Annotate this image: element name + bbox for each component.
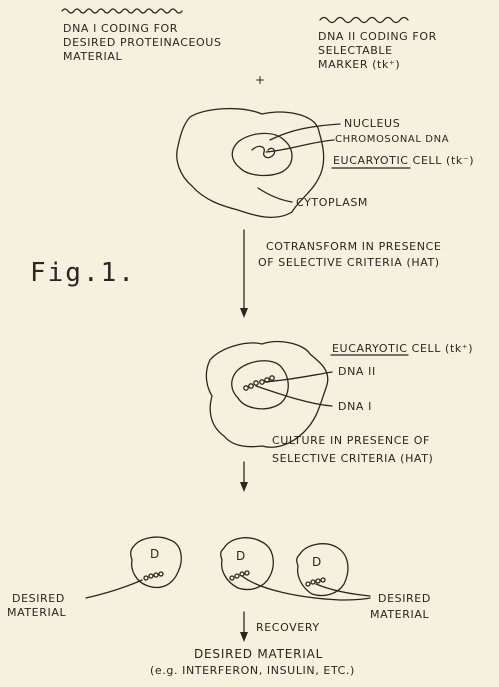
dna1-label-line-3: MATERIAL: [63, 50, 122, 63]
dna2-label-line-1: DNA II CODING FOR: [318, 30, 437, 43]
cell-left-nucleus-letter: D: [150, 548, 160, 561]
dna2-label-line-3: MARKER (tk⁺): [318, 58, 400, 71]
desired-right-leader-line-1: [242, 576, 370, 600]
culture-arrowhead-icon: [240, 482, 248, 492]
eucaryotic-cell-1-label: EUCARYOTIC CELL (tk⁻): [333, 154, 474, 167]
recovery-label: RECOVERY: [256, 621, 320, 634]
selected-cell-left: [131, 537, 182, 587]
culture-step-line-1: CULTURE IN PRESENCE OF: [272, 434, 430, 447]
cytoplasm-label: CYTOPLASM: [296, 196, 368, 209]
desired-left-line-2: MATERIAL: [7, 606, 66, 619]
culture-step-line-2: SELECTIVE CRITERIA (HAT): [272, 452, 433, 465]
dna1-in-cell-label: DNA I: [338, 400, 372, 413]
dna1-label-line-1: DNA I CODING FOR: [63, 22, 178, 35]
final-product-line-2: (e.g. INTERFERON, INSULIN, ETC.): [150, 664, 355, 677]
selected-cell-middle: [221, 538, 274, 590]
desired-left-leader-line: [86, 580, 142, 598]
desired-left-line-1: DESIRED: [12, 592, 65, 605]
dna1-strand-icon: [62, 9, 182, 13]
final-product-line-1: DESIRED MATERIAL: [194, 648, 323, 661]
cell-right-nucleus-letter: D: [312, 556, 322, 569]
cytoplasm-leader-line: [258, 188, 292, 202]
dna1-label-line-2: DESIRED PROTEINACEOUS: [63, 36, 222, 49]
cell-2-dna-beads-icon: [244, 376, 274, 390]
dna2-label-line-2: SELECTABLE: [318, 44, 393, 57]
cotransform-step-line-1: COTRANSFORM IN PRESENCE: [266, 240, 441, 253]
eucaryotic-cell-2-outline: [206, 342, 327, 448]
plus-sign: +: [255, 74, 266, 87]
cell-1-nucleus: [232, 133, 292, 175]
nucleus-label: NUCLEUS: [344, 117, 400, 130]
dna2-in-cell-label: DNA II: [338, 365, 376, 378]
selected-cell-right: [297, 544, 348, 596]
recovery-arrowhead-icon: [240, 632, 248, 642]
desired-right-line-1: DESIRED: [378, 592, 431, 605]
dna2-strand-icon: [320, 18, 408, 23]
chromosomal-dna-label: CHROMOSONAL DNA: [335, 133, 449, 146]
desired-right-line-2: MATERIAL: [370, 608, 429, 621]
cell-2-nucleus: [232, 361, 289, 409]
cotransform-arrowhead-icon: [240, 308, 248, 318]
cell-middle-nucleus-letter: D: [236, 550, 246, 563]
figure-label: Fig.1.: [30, 258, 136, 288]
cotransform-step-line-2: OF SELECTIVE CRITERIA (HAT): [258, 256, 440, 269]
eucaryotic-cell-2-label: EUCARYOTIC CELL (tk⁺): [332, 342, 473, 355]
